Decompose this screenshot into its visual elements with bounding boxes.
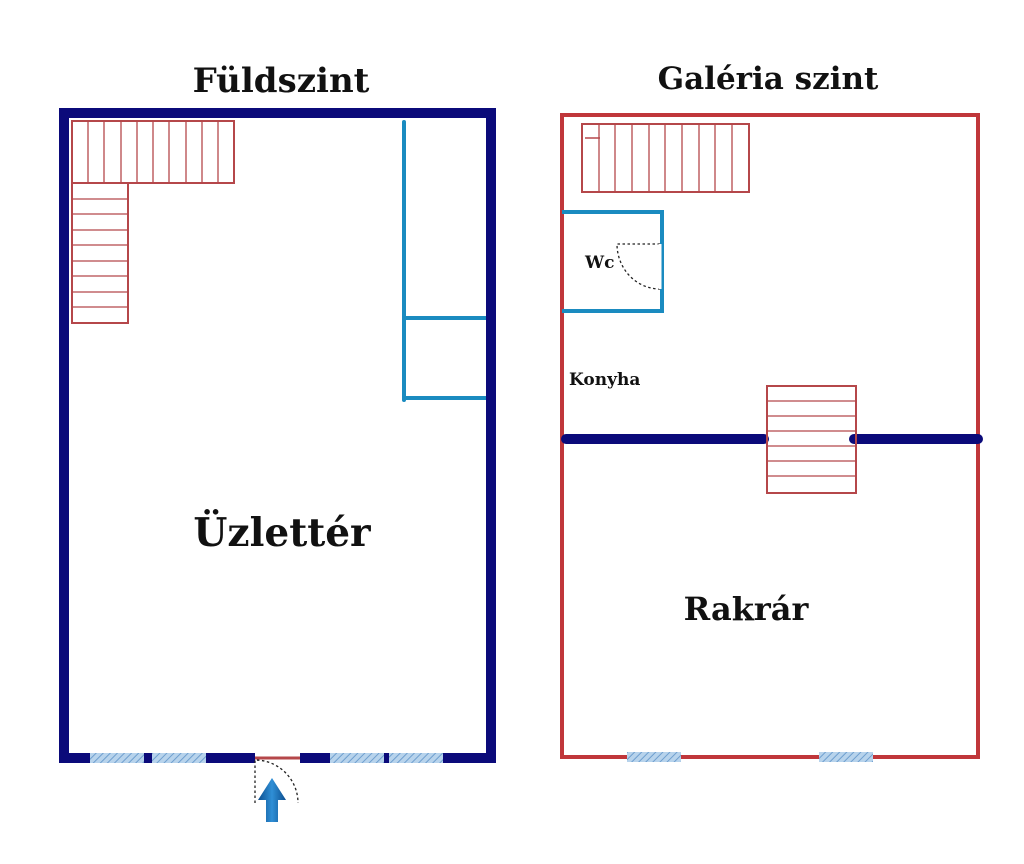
window (819, 752, 873, 762)
gallery-floor-title: Galéria szint (658, 61, 879, 97)
door-swing-arc (254, 759, 299, 804)
window (330, 753, 384, 763)
up-arrow-icon (258, 778, 286, 822)
window (152, 753, 206, 763)
wc-room (562, 210, 664, 313)
partition-walls (402, 120, 486, 402)
wc-door-swing-arc (616, 243, 661, 290)
room-label-wc: Wc (584, 253, 614, 273)
window (627, 752, 681, 762)
stairs-top (71, 120, 235, 184)
room-label-storage: Rakrár (684, 590, 810, 628)
stairs-left (71, 182, 129, 324)
stairs-gallery-middle (766, 385, 857, 494)
window (90, 753, 144, 763)
room-label-shop: Üzlettér (193, 509, 371, 556)
stairs-gallery-top (581, 123, 750, 193)
ground-floor-title: Füldszint (193, 61, 370, 101)
ground-floor-plan: Üzlettér (59, 108, 496, 822)
gallery-floor-plan: Wc Konyha Rakrár (560, 113, 983, 762)
room-label-kitchen: Konyha (569, 370, 640, 390)
window (389, 753, 443, 763)
